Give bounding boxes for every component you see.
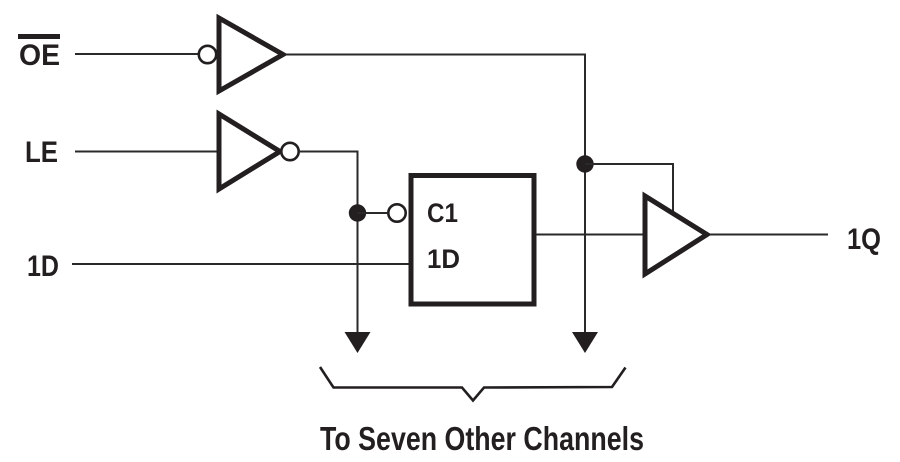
data-input-signal: 1D: [27, 250, 409, 283]
le-output-bubble-icon: [279, 141, 300, 162]
q-output-signal: 1Q: [536, 191, 881, 279]
oe-overline: [18, 34, 60, 39]
data-input-label: 1D: [27, 250, 59, 283]
latch-enable-wire: [299, 150, 359, 334]
le-label: LE: [25, 136, 58, 169]
output-buffer-enable-wire: [585, 163, 674, 214]
le-inverter-triangle: [216, 109, 285, 194]
oe-to-other-channels-arrow-icon: [572, 332, 598, 353]
other-channels-caption: To Seven Other Channels: [320, 420, 644, 457]
oe-net-wire: [286, 53, 586, 334]
le-inverter-icon: [216, 109, 300, 194]
oe-buffer-triangle: [216, 13, 289, 96]
output-buffer-icon: [642, 191, 712, 279]
oe-enable-net: [286, 53, 674, 353]
c1-input-bubble-icon: [386, 203, 407, 224]
other-channels-group: To Seven Other Channels: [318, 366, 644, 457]
latch-data-label: 1D: [427, 244, 460, 274]
oe-inverting-buffer-icon: [197, 13, 289, 96]
oe-input-bubble-icon: [197, 44, 218, 65]
oe-signal: OE: [18, 13, 289, 96]
le-signal: LE: [25, 109, 300, 194]
latch-block: C1 1D: [408, 173, 537, 307]
oe-label: OE: [19, 39, 60, 72]
latch-enable-net: [299, 150, 407, 353]
latch-clock-label: C1: [427, 198, 458, 228]
brace-icon: [318, 366, 627, 403]
q-output-label: 1Q: [847, 223, 881, 256]
le-to-other-channels-arrow-icon: [344, 332, 371, 353]
latch-box: [408, 173, 537, 307]
